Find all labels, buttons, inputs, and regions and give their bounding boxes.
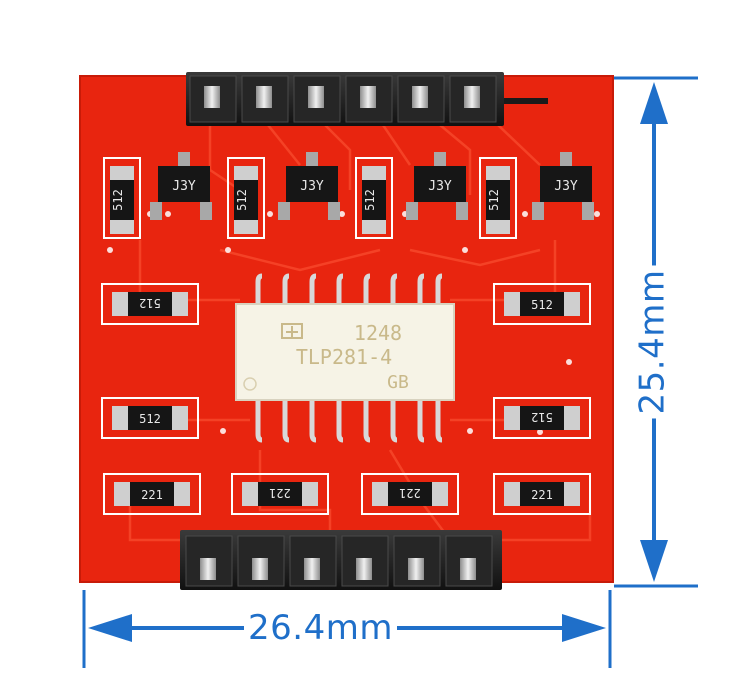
header-pins-bottom — [185, 535, 493, 587]
resistor-marking: 512 — [139, 412, 161, 426]
transistor-marking: J3Y — [300, 179, 324, 194]
arrow-up-icon — [640, 82, 668, 124]
resistor-marking: 221 — [269, 486, 291, 500]
resistor-marking: 221 — [531, 488, 553, 502]
resistor-marking: 512 — [363, 189, 377, 211]
pin-header-top — [186, 72, 548, 126]
ic-pins-bottom — [255, 398, 443, 443]
transistor-marking: J3Y — [172, 179, 196, 194]
resistor-marking: 512 — [111, 189, 125, 211]
transistor-marking: J3Y — [554, 179, 578, 194]
side-resistors: 512 512 512 512 — [101, 283, 591, 439]
resistor-marking: 221 — [141, 488, 163, 502]
height-dimension-label: 25.4mm — [632, 265, 673, 419]
bottom-resistor-row: 221 221 221 221 — [103, 473, 591, 515]
ic-pins-top — [255, 273, 443, 306]
optocoupler-ic: 1248 TLP281-4 GB — [235, 273, 455, 443]
resistor-marking: 221 — [399, 486, 421, 500]
pin-header-bottom — [180, 530, 502, 590]
arrow-left-icon — [88, 614, 132, 642]
header-pins-top — [189, 75, 497, 123]
resistor-marking: 512 — [235, 189, 249, 211]
ic-grade: GB — [387, 372, 409, 393]
transistor-marking: J3Y — [428, 179, 452, 194]
resistor-marking: 512 — [531, 410, 553, 424]
ic-date-code: 1248 — [354, 321, 402, 345]
resistor-marking: 512 — [487, 189, 501, 211]
resistor-marking: 512 — [139, 296, 161, 310]
resistor-marking: 512 — [531, 298, 553, 312]
arrow-right-icon — [562, 614, 606, 642]
ic-part-number: TLP281-4 — [296, 345, 392, 369]
top-component-row: 512 J3Y 512 J3Y 512 J3Y — [103, 152, 594, 239]
width-dimension-label: 26.4mm — [244, 608, 397, 648]
arrow-down-icon — [640, 540, 668, 582]
